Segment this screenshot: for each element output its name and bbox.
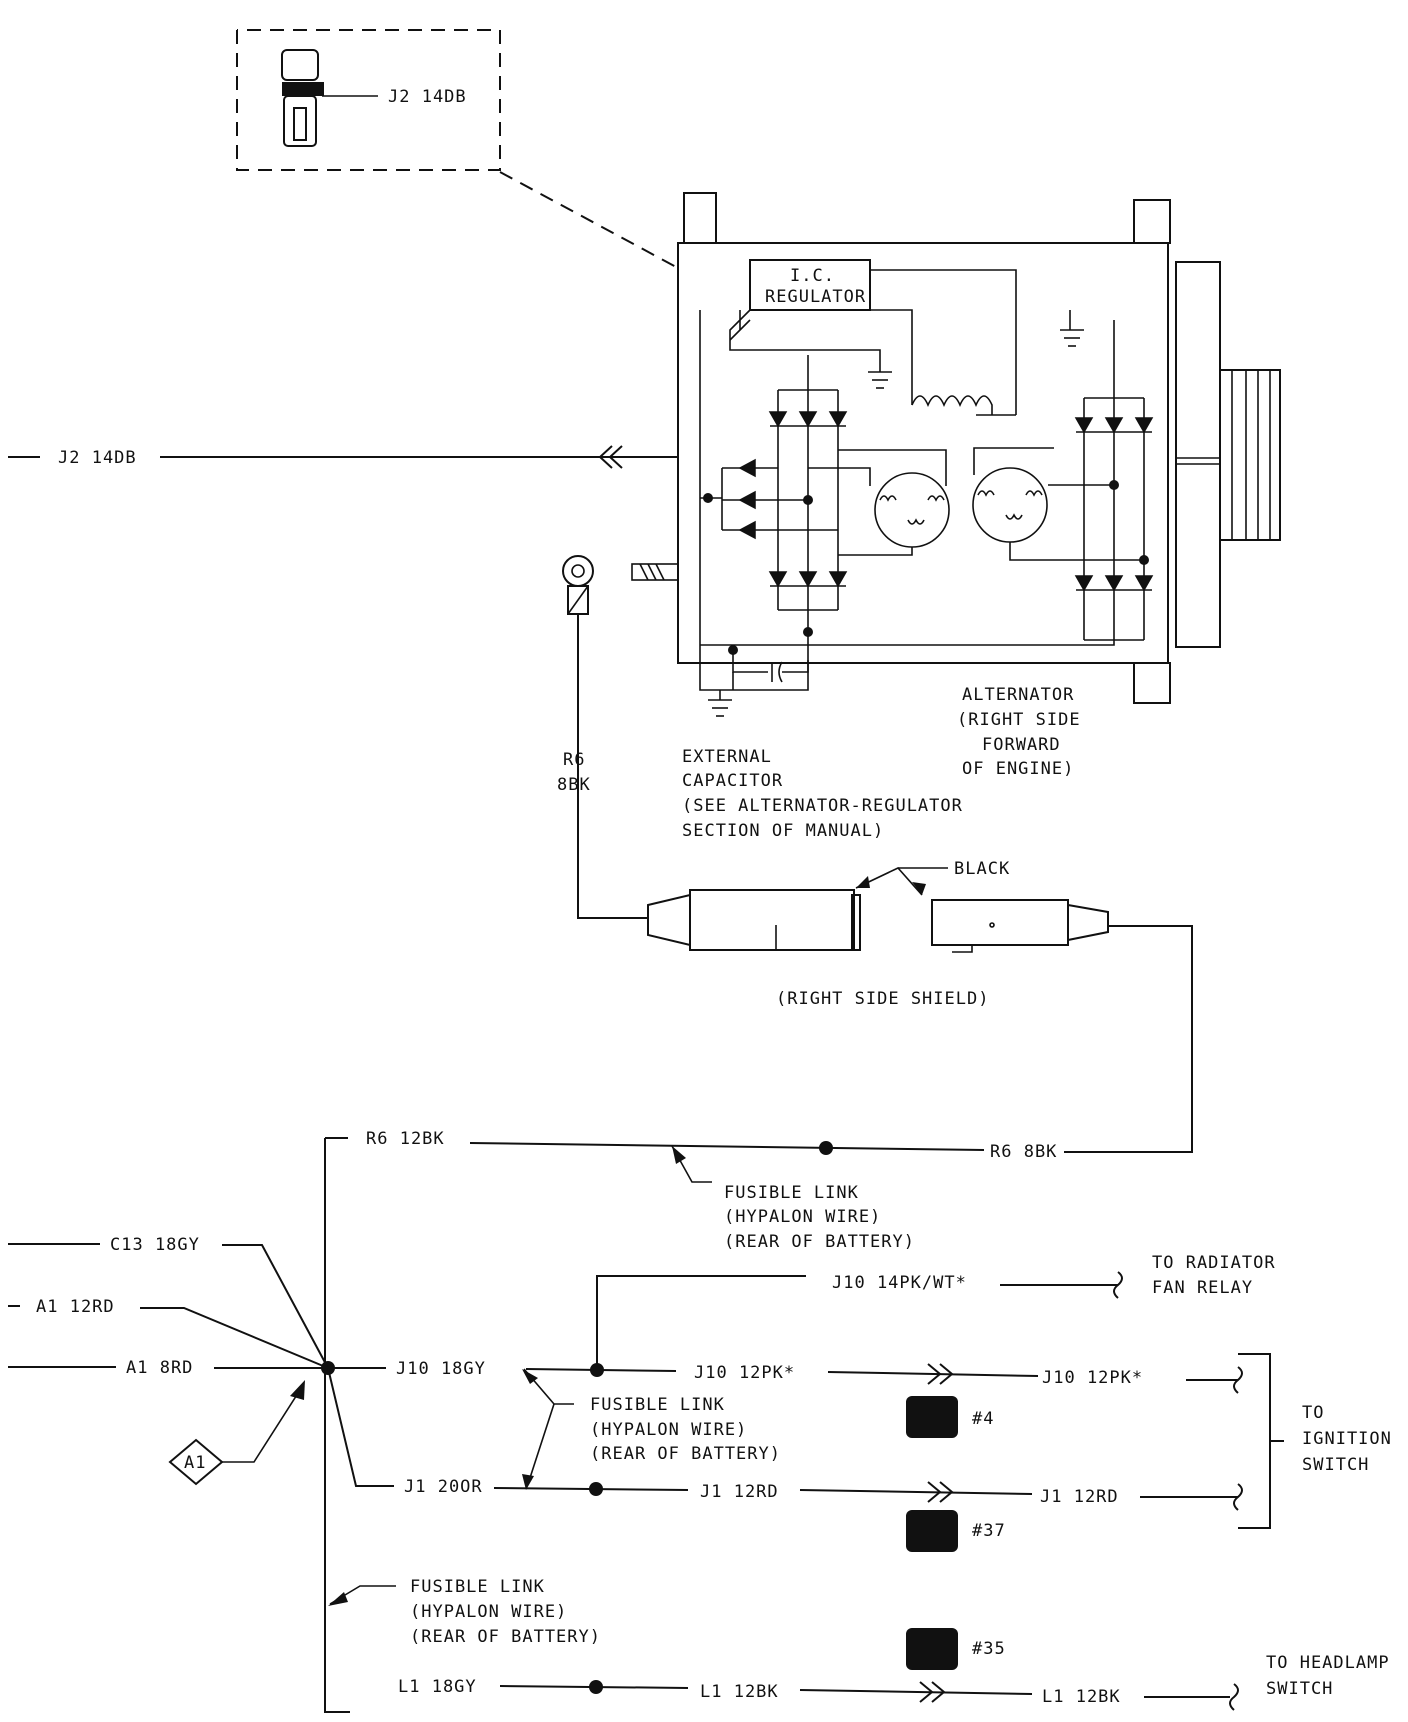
wire-label-l1-18gy: L1 18GY xyxy=(398,1677,477,1697)
wire-label-l1-12bk-a: L1 12BK xyxy=(700,1682,779,1702)
wire-label-a1-12rd: A1 12RD xyxy=(36,1297,115,1317)
wire-label-j1-20or: J1 20OR xyxy=(404,1477,483,1497)
ground-icon xyxy=(708,690,732,717)
diode-icon xyxy=(1104,417,1124,434)
dest-radiator-line1: TO RADIATOR xyxy=(1152,1253,1276,1273)
wire-j2: J2 14DB xyxy=(8,445,678,469)
shield-caption: (RIGHT SIDE SHIELD) xyxy=(776,989,989,1009)
badge-37-label: #37 xyxy=(972,1521,1006,1541)
diode-icon xyxy=(828,411,848,428)
splice-ref-label: A1 xyxy=(184,1453,206,1473)
dest-ignition-line2: IGNITION xyxy=(1302,1429,1392,1449)
alternator-label-line4: OF ENGINE) xyxy=(962,759,1074,779)
wire-label-r6-8bk-v1: R6 xyxy=(563,750,585,770)
wire-label-j10-12pk-b: J10 12PK* xyxy=(1042,1368,1143,1388)
ic-regulator xyxy=(749,259,871,311)
shield-connector-icon xyxy=(647,889,1109,953)
diode-icon xyxy=(1134,575,1154,592)
ground-icon xyxy=(868,371,892,389)
ground-icon xyxy=(1060,329,1084,347)
dest-ignition-line1: TO xyxy=(1302,1403,1324,1423)
alternator-label-line2: (RIGHT SIDE xyxy=(957,710,1081,730)
fusible-mid-line2: (HYPALON WIRE) xyxy=(590,1420,747,1440)
fusible-mid-line3: (REAR OF BATTERY) xyxy=(590,1444,781,1464)
wire-label-j1-12rd-a: J1 12RD xyxy=(700,1482,779,1502)
wire-label-j10-12pk-a: J10 12PK* xyxy=(694,1363,795,1383)
pulley-icon xyxy=(1219,369,1281,541)
fusible-top-line2: (HYPALON WIRE) xyxy=(724,1207,881,1227)
ring-terminal-icon xyxy=(562,555,594,615)
capacitor-note: EXTERNAL CAPACITOR (SEE ALTERNATOR-REGUL… xyxy=(682,747,963,841)
diode-icon xyxy=(768,411,788,428)
wire-label-j2: J2 14DB xyxy=(58,448,137,468)
fusible-bottom-line3: (REAR OF BATTERY) xyxy=(410,1627,601,1647)
fusible-bottom-line2: (HYPALON WIRE) xyxy=(410,1602,567,1622)
dest-radiator-line2: FAN RELAY xyxy=(1152,1278,1253,1298)
wire-label-c13: C13 18GY xyxy=(110,1235,200,1255)
alternator-label-line1: ALTERNATOR xyxy=(962,685,1074,705)
diode-icon xyxy=(828,571,848,588)
diode-icon xyxy=(1074,417,1094,434)
shield-black-label: BLACK xyxy=(954,859,1010,879)
splice-diamond-icon: A1 xyxy=(168,1438,224,1486)
field-coil-icon xyxy=(911,395,993,415)
diode-icon xyxy=(768,571,788,588)
fusible-mid-line1: FUSIBLE LINK xyxy=(590,1395,725,1415)
wire-label-r6-8bk: R6 8BK xyxy=(990,1142,1057,1162)
diode-icon xyxy=(798,571,818,588)
connector-badge-icon xyxy=(906,1396,958,1438)
diode-icon xyxy=(1104,575,1124,592)
dest-ignition-line3: SWITCH xyxy=(1302,1455,1369,1475)
alternator: I.C. REGULATOR xyxy=(631,192,1281,779)
stator-icon xyxy=(874,472,950,548)
regulator-label-line2: REGULATOR xyxy=(765,287,866,307)
wire-l1: L1 18GY L1 12BK L1 12BK TO HEADLAMP SWIT… xyxy=(398,1653,1390,1711)
wire-label-r6-8bk-v2: 8BK xyxy=(557,775,591,795)
connector-badge-icon xyxy=(906,1628,958,1670)
fusible-top-line1: FUSIBLE LINK xyxy=(724,1183,859,1203)
wire-label-l1-12bk-b: L1 12BK xyxy=(1042,1687,1121,1707)
stator-icon xyxy=(972,467,1048,543)
wire-r6: R6 12BK R6 8BK FUSIBLE LINK (HYPALON WIR… xyxy=(324,1129,1057,1713)
connector-icon xyxy=(281,49,324,147)
fusible-top-line3: (REAR OF BATTERY) xyxy=(724,1232,915,1252)
wire-label-a1-8rd: A1 8RD xyxy=(126,1358,193,1378)
wire-j1: J1 20OR J1 12RD J1 12RD xyxy=(327,1367,1243,1511)
wire-label-j10-14pkwt: J10 14PK/WT* xyxy=(832,1273,967,1293)
capacitor-label-line1: EXTERNAL xyxy=(682,747,772,767)
alternator-label-line3: FORWARD xyxy=(982,735,1061,755)
wire-j10: J10 18GY J10 14PK/WT* TO RADIATOR FAN RE… xyxy=(328,1253,1276,1394)
wire-label-r6-12bk: R6 12BK xyxy=(366,1129,445,1149)
diode-icon xyxy=(798,411,818,428)
connector-inset: J2 14DB xyxy=(236,29,679,269)
badge-35-label: #35 xyxy=(972,1639,1006,1659)
dest-headlamp-line2: SWITCH xyxy=(1266,1679,1333,1699)
capacitor-label-line2: CAPACITOR xyxy=(682,771,783,791)
wire-label-j1-12rd-b: J1 12RD xyxy=(1040,1487,1119,1507)
stud-icon xyxy=(631,563,679,581)
regulator-label-line1: I.C. xyxy=(790,266,835,286)
capacitor-label-line4: SECTION OF MANUAL) xyxy=(682,821,884,841)
badge-4-label: #4 xyxy=(972,1409,994,1429)
dest-headlamp-line1: TO HEADLAMP xyxy=(1266,1653,1390,1673)
wire-label-j10-18gy: J10 18GY xyxy=(396,1359,486,1379)
diode-icon xyxy=(1074,575,1094,592)
diode-icon xyxy=(1134,417,1154,434)
fusible-bottom-line1: FUSIBLE LINK xyxy=(410,1577,545,1597)
capacitor-label-line3: (SEE ALTERNATOR-REGULATOR xyxy=(682,796,963,816)
connector-badge-icon xyxy=(906,1510,958,1552)
inset-connector-label: J2 14DB xyxy=(388,87,467,107)
